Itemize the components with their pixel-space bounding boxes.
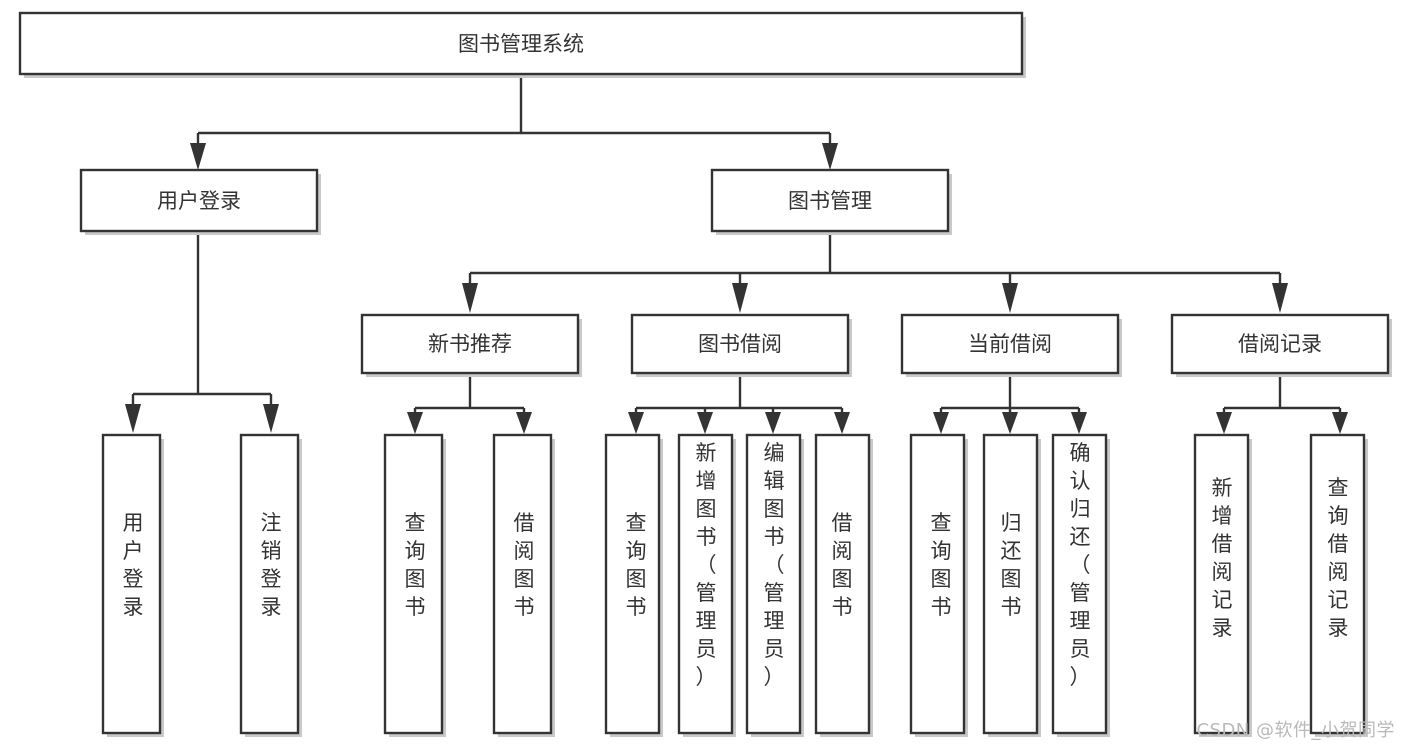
- leaf-current-confirm-box[interactable]: [1051, 433, 1108, 735]
- arrow-head-leaf-user-logout: [263, 404, 279, 433]
- leaf-borrow-edit-box[interactable]: [745, 433, 802, 735]
- arrow-head-leaf-borrow-lend: [834, 412, 850, 434]
- arrow-head-leaf-current-query: [933, 412, 949, 434]
- node-user-login-box[interactable]: [79, 168, 319, 233]
- arrow-head-new-book-recommend: [462, 283, 478, 313]
- arrow-head-book-manage: [822, 143, 838, 170]
- leaf-recommend-borrow-label: 借阅图书: [514, 511, 535, 619]
- arrow-head-leaf-recommend-query: [407, 412, 423, 434]
- leaf-user-logout-label: 注销登录: [261, 511, 282, 619]
- leaf-recommend-query-label: 查询图书: [405, 511, 426, 619]
- leaf-current-confirm[interactable]: 确认归还（管理员）: [1051, 433, 1110, 737]
- arrow-head-leaf-recommend-borrow: [516, 412, 532, 434]
- leaf-record-add-label: 新增借阅记录: [1212, 476, 1233, 640]
- leaf-recommend-query-box[interactable]: [383, 433, 444, 735]
- node-new-book-recommend-box[interactable]: [360, 313, 580, 375]
- arrow-head-leaf-borrow-query: [628, 412, 644, 434]
- arrow-head-leaf-user-login: [125, 404, 141, 433]
- connector-layer: [125, 76, 1348, 434]
- node-book-borrow-box[interactable]: [630, 313, 850, 375]
- node-user-login[interactable]: 用户登录: [79, 168, 321, 235]
- leaf-current-query[interactable]: 查询图书: [909, 433, 968, 737]
- arrow-head-leaf-current-confirm: [1071, 412, 1087, 434]
- leaf-borrow-add[interactable]: 新增图书（管理员）: [677, 433, 736, 737]
- arrow-head-leaf-borrow-add: [697, 412, 713, 434]
- node-current-borrow[interactable]: 当前借阅: [900, 313, 1122, 377]
- leaf-current-return-box[interactable]: [982, 433, 1039, 735]
- node-user-login-label: 用户登录: [157, 189, 241, 213]
- leaf-user-login-label: 用户登录: [123, 511, 144, 619]
- leaf-borrow-lend-box[interactable]: [814, 433, 871, 735]
- leaf-borrow-edit-label: 编辑图书（管理员）: [764, 441, 785, 689]
- leaf-record-add-box[interactable]: [1193, 433, 1250, 735]
- node-current-borrow-label: 当前借阅: [968, 332, 1052, 356]
- node-root[interactable]: 图书管理系统: [18, 11, 1026, 78]
- node-borrow-record[interactable]: 借阅记录: [1170, 313, 1392, 377]
- leaf-user-logout[interactable]: 注销登录: [239, 433, 302, 737]
- leaf-current-query-box[interactable]: [909, 433, 966, 735]
- leaf-record-query-box[interactable]: [1309, 433, 1366, 735]
- leaf-recommend-borrow-box[interactable]: [492, 433, 553, 735]
- node-book-manage-box[interactable]: [710, 168, 950, 233]
- node-root-box[interactable]: [18, 11, 1024, 76]
- node-current-borrow-box[interactable]: [900, 313, 1120, 375]
- leaf-borrow-lend[interactable]: 借阅图书: [814, 433, 873, 737]
- leaf-record-add[interactable]: 新增借阅记录: [1193, 433, 1252, 737]
- leaf-record-query[interactable]: 查询借阅记录: [1309, 433, 1368, 737]
- node-borrow-record-box[interactable]: [1170, 313, 1390, 375]
- leaf-current-query-label: 查询图书: [931, 511, 952, 619]
- node-root-label: 图书管理系统: [458, 32, 584, 56]
- leaf-user-login-box[interactable]: [101, 433, 162, 735]
- node-book-manage-label: 图书管理: [788, 189, 872, 213]
- arrow-head-leaf-record-query: [1332, 412, 1348, 434]
- leaf-borrow-query-label: 查询图书: [626, 511, 647, 619]
- node-borrow-record-label: 借阅记录: [1238, 332, 1322, 356]
- leaf-borrow-add-box[interactable]: [677, 433, 734, 735]
- arrow-head-leaf-record-add: [1216, 412, 1232, 434]
- node-book-borrow[interactable]: 图书借阅: [630, 313, 852, 377]
- leaf-borrow-query[interactable]: 查询图书: [604, 433, 663, 737]
- arrow-head-leaf-borrow-edit: [765, 412, 781, 434]
- leaf-borrow-query-box[interactable]: [604, 433, 661, 735]
- leaf-user-login[interactable]: 用户登录: [101, 433, 164, 737]
- csdn-watermark: CSDN @软件_小贺同学: [1196, 720, 1395, 741]
- arrow-head-borrow-record: [1272, 283, 1288, 313]
- arrow-head-leaf-current-return: [1002, 412, 1018, 434]
- leaf-current-return-label: 归还图书: [1001, 511, 1022, 619]
- node-book-borrow-label: 图书借阅: [698, 332, 782, 356]
- leaf-borrow-lend-label: 借阅图书: [832, 511, 853, 619]
- node-new-book-recommend[interactable]: 新书推荐: [360, 313, 582, 377]
- leaf-recommend-query[interactable]: 查询图书: [383, 433, 446, 737]
- leaf-borrow-edit[interactable]: 编辑图书（管理员）: [745, 433, 804, 737]
- leaf-borrow-add-label: 新增图书（管理员）: [696, 441, 717, 689]
- arrow-head-user-login: [190, 143, 206, 170]
- leaf-recommend-borrow[interactable]: 借阅图书: [492, 433, 555, 737]
- arrow-head-book-borrow: [732, 283, 748, 313]
- node-book-manage[interactable]: 图书管理: [710, 168, 952, 235]
- leaf-current-confirm-label: 确认归还（管理员）: [1070, 441, 1091, 689]
- leaf-current-return[interactable]: 归还图书: [982, 433, 1041, 737]
- node-new-book-recommend-label: 新书推荐: [428, 332, 512, 356]
- leaf-record-query-label: 查询借阅记录: [1328, 476, 1349, 640]
- arrow-head-current-borrow: [1002, 283, 1018, 313]
- leaf-user-logout-box[interactable]: [239, 433, 300, 735]
